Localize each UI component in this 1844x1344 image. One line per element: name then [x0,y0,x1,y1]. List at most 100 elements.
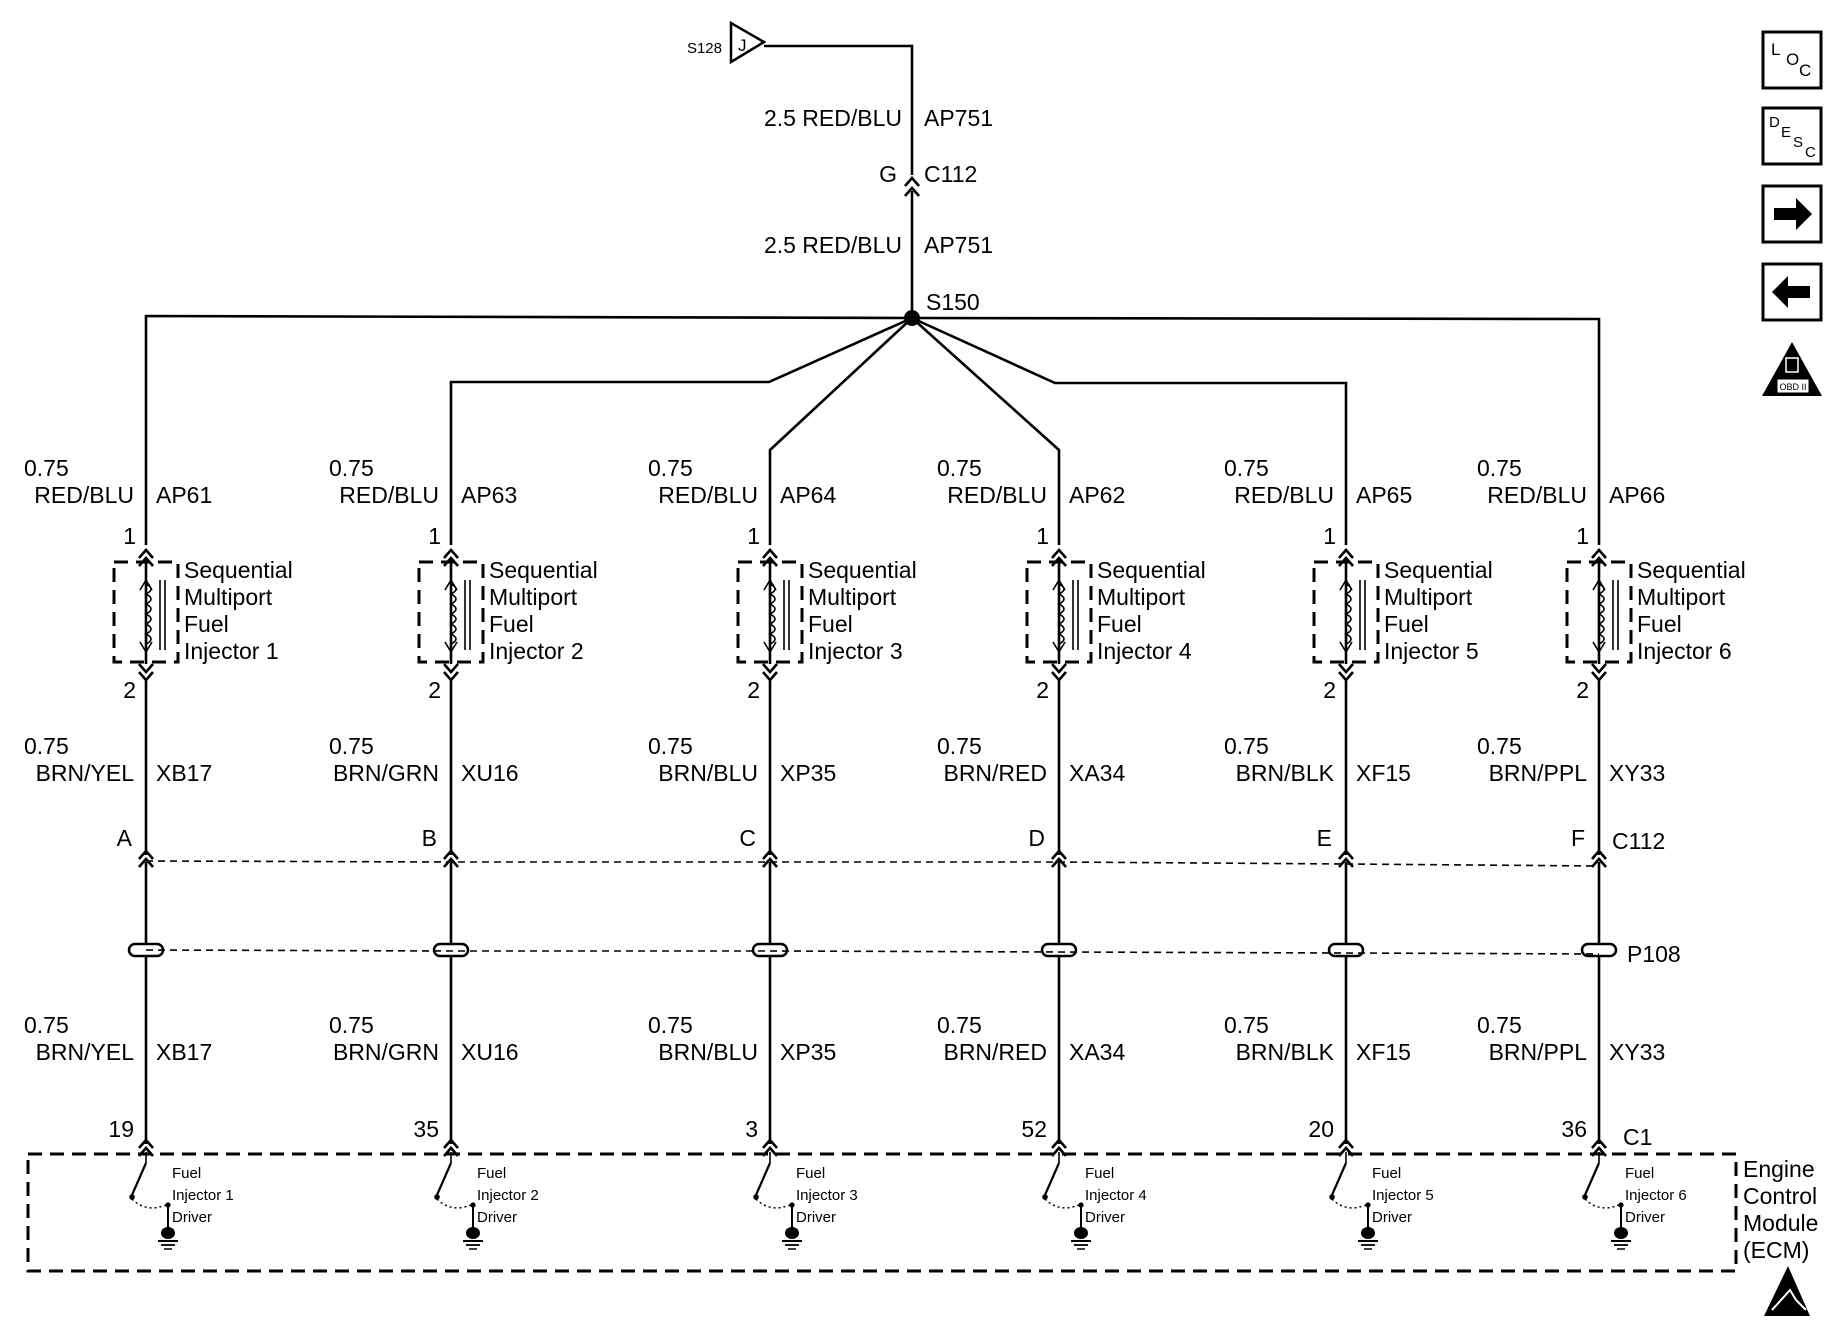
ctrl-color-upper: BRN/RED [943,760,1047,786]
loc-button[interactable]: L O C [1761,30,1823,90]
pin-2-label: 2 [1576,677,1589,703]
c112-connector-line [145,860,1600,867]
injector-name-line: Injector 1 [184,638,279,664]
driver-switch-ground-icon [1581,1161,1633,1251]
injector-name-line: Sequential [808,557,917,583]
pin-2-label: 2 [428,677,441,703]
pin-1-label: 1 [1576,523,1589,549]
svg-text:C: C [1805,144,1816,161]
p108-inline-connector-icon [1327,942,1365,958]
obd-ii-badge[interactable]: OBD II [1762,342,1822,396]
wire-lower-gauge-color: 2.5 RED/BLU [764,232,902,258]
injector-name-line: Fuel [184,611,229,637]
splice-branches [144,314,1601,545]
injector-name-line: Multiport [808,584,897,610]
prev-button[interactable] [1761,262,1823,322]
pin-1-label: 1 [428,523,441,549]
ctrl-gauge-upper: 0.75 [937,733,982,759]
ctrl-gauge-upper: 0.75 [329,733,374,759]
ecm-pin-label: 35 [413,1116,439,1142]
next-button[interactable] [1761,184,1823,244]
driver-label-line: Driver [1085,1209,1125,1226]
ctrl-gauge-lower: 0.75 [1477,1012,1522,1038]
wire-upper-gauge-color: 2.5 RED/BLU [764,105,902,131]
driver-label-line: Driver [477,1209,517,1226]
driver-label-line: Injector 4 [1085,1187,1147,1204]
ctrl-gauge-upper: 0.75 [1224,733,1269,759]
driver-label-line: Fuel [1625,1165,1654,1182]
driver-label-line: Injector 2 [477,1187,539,1204]
ctrl-gauge-upper: 0.75 [1477,733,1522,759]
feed-color: RED/BLU [34,482,134,508]
injector-name-line: Injector 4 [1097,638,1192,664]
pin-1-label: 1 [123,523,136,549]
p108-inline-connector-icon [1580,942,1618,958]
ctrl-circuit-lower: XU16 [461,1039,519,1065]
svg-text:Module: Module [1743,1210,1818,1236]
ctrl-circuit-upper: XY33 [1609,760,1665,786]
injector-name-line: Injector 3 [808,638,903,664]
injector-name-line: Fuel [1384,611,1429,637]
feed-circuit: AP65 [1356,482,1412,508]
svg-text:C: C [1799,61,1811,80]
injector-name-line: Fuel [489,611,534,637]
feed-color: RED/BLU [1234,482,1334,508]
feed-gauge: 0.75 [1477,455,1522,481]
c112-top-name: C112 [924,161,977,187]
splice-ref-label: S128 [687,40,722,57]
feed-gauge: 0.75 [24,455,69,481]
pin-2-label: 2 [1323,677,1336,703]
c112-pin-label: B [422,825,437,851]
ctrl-color-upper: BRN/PPL [1489,760,1588,786]
feed-gauge: 0.75 [937,455,982,481]
ctrl-gauge-upper: 0.75 [24,733,69,759]
driver-switch-ground-icon [1328,1161,1380,1251]
ctrl-color-lower: BRN/YEL [36,1039,135,1065]
c112-pin-label: C [739,825,756,851]
ctrl-circuit-lower: XP35 [780,1039,836,1065]
injector-name-line: Fuel [808,611,853,637]
wire-lower-circuit: AP751 [924,232,993,258]
pin-2-label: 2 [747,677,760,703]
desc-button[interactable]: D E S C [1761,106,1823,166]
ctrl-circuit-upper: XP35 [780,760,836,786]
ctrl-circuit-lower: XY33 [1609,1039,1665,1065]
driver-switch-ground-icon [1041,1161,1093,1251]
ctrl-circuit-upper: XU16 [461,760,519,786]
ecm-pin-label: 52 [1021,1116,1047,1142]
driver-label-line: Injector 6 [1625,1187,1687,1204]
feed-color: RED/BLU [1487,482,1587,508]
ctrl-circuit-lower: XA34 [1069,1039,1125,1065]
driver-label-line: Driver [172,1209,212,1226]
wire-upper-circuit: AP751 [924,105,993,131]
p108-label: P108 [1627,941,1681,967]
injector-name-line: Injector 2 [489,638,584,664]
injector-coil-icon [144,583,152,645]
p108-line [145,949,1600,955]
driver-label-line: Fuel [1085,1165,1114,1182]
ctrl-circuit-upper: XA34 [1069,760,1125,786]
ctrl-color-upper: BRN/YEL [36,760,135,786]
ctrl-color-upper: BRN/GRN [333,760,439,786]
c112-top-pin: G [879,161,897,187]
feed-circuit: AP64 [780,482,836,508]
pin-2-label: 2 [123,677,136,703]
c112-pin-label: D [1028,825,1045,851]
driver-label-line: Fuel [477,1165,506,1182]
pin-2-label: 2 [1036,677,1049,703]
injector-name-line: Fuel [1097,611,1142,637]
injector-name-line: Multiport [1384,584,1473,610]
injector-coil-icon [1344,583,1352,645]
driver-switch-ground-icon [128,1161,180,1251]
c112-pin-label: E [1317,825,1332,851]
esd-warning-icon [1764,1266,1810,1316]
p108-inline-connector-icon [1040,942,1078,958]
injector-name-line: Fuel [1637,611,1682,637]
ctrl-gauge-lower: 0.75 [24,1012,69,1038]
driver-label-line: Injector 3 [796,1187,858,1204]
ctrl-color-lower: BRN/BLU [658,1039,758,1065]
